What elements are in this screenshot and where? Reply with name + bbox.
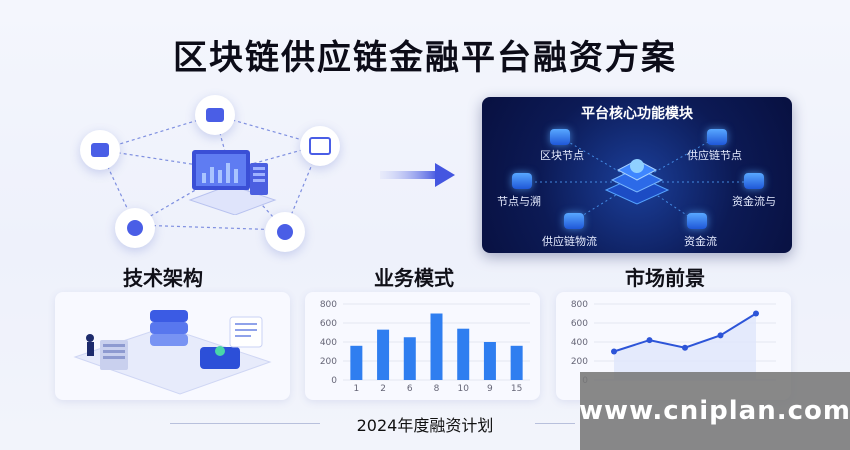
y-tick-label: 200	[571, 357, 588, 367]
section-title-business: 业务模式	[374, 266, 454, 290]
footer-divider-left	[170, 423, 320, 424]
x-tick-label: 10	[457, 384, 469, 394]
block-node-icon	[550, 129, 570, 145]
panel-label-block-node: 区块节点	[540, 149, 584, 162]
y-tick-label: 0	[331, 376, 337, 386]
y-tick-label: 400	[320, 338, 337, 348]
core-modules-panel: 平台核心功能模块 区块节点 供应链节点 节点与溯 资金流与 供应链物流 资金流	[482, 97, 792, 253]
y-tick-label: 800	[320, 300, 337, 310]
y-tick-label: 800	[571, 300, 588, 310]
trace-node-icon	[512, 173, 532, 189]
page-title: 区块链供应链金融平台融资方案	[173, 38, 677, 78]
data-point	[682, 344, 688, 351]
supply-node-icon	[707, 129, 727, 145]
database-node-icon	[195, 95, 235, 135]
bar	[377, 329, 390, 380]
laptop-icon	[180, 145, 280, 215]
data-point	[717, 332, 724, 339]
gear-node-icon	[115, 208, 155, 248]
bar	[483, 342, 496, 380]
area-fill	[614, 313, 756, 380]
footer-caption: 2024年度融资计划	[356, 416, 494, 435]
x-tick-label: 15	[511, 384, 522, 394]
data-point	[611, 348, 617, 355]
x-tick-label: 1	[353, 384, 359, 394]
tech-architecture-card	[55, 292, 290, 400]
panel-label-trace: 节点与溯	[497, 195, 541, 208]
x-tick-label: 2	[380, 384, 386, 394]
x-tick-label: 8	[434, 384, 440, 394]
tech-architecture-illustration	[73, 310, 272, 395]
section-title-market: 市场前景	[625, 266, 705, 290]
terminal-node-icon	[300, 126, 340, 166]
cube-node-icon	[80, 130, 120, 170]
bar-chart: 0 200 400 600 800 1 2 6 8 10 9 15	[320, 300, 530, 394]
y-tick-label: 400	[571, 338, 588, 348]
logistics-node-icon	[564, 213, 584, 229]
x-tick-label: 6	[407, 384, 413, 394]
business-model-card: 0 200 400 600 800 1 2 6 8 10 9 15	[305, 292, 540, 400]
panel-label-fund: 资金流与	[732, 195, 776, 208]
panel-title: 平台核心功能模块	[581, 106, 693, 122]
footer-divider-right	[535, 423, 575, 424]
x-tick-label: 9	[487, 384, 493, 394]
bar	[457, 328, 470, 380]
y-tick-label: 600	[571, 319, 588, 329]
bar	[430, 313, 443, 380]
settings-node-icon	[265, 212, 305, 252]
data-point	[646, 337, 653, 344]
platform-hub-icon	[604, 152, 670, 208]
section-title-tech: 技术架构	[123, 266, 203, 290]
panel-label-capital: 资金流	[684, 235, 717, 248]
y-tick-label: 600	[320, 319, 337, 329]
flow-arrow-icon	[380, 160, 460, 190]
watermark: www.cniplan.com	[579, 372, 850, 450]
y-tick-label: 200	[320, 357, 337, 367]
network-diagram	[70, 90, 370, 252]
panel-label-supply-node: 供应链节点	[687, 149, 742, 162]
bar	[403, 337, 416, 380]
bar	[350, 345, 363, 380]
fund-node-icon	[744, 173, 764, 189]
data-point	[753, 310, 759, 317]
bar	[510, 345, 523, 380]
panel-label-logistics: 供应链物流	[542, 235, 597, 248]
capital-node-icon	[687, 213, 707, 229]
